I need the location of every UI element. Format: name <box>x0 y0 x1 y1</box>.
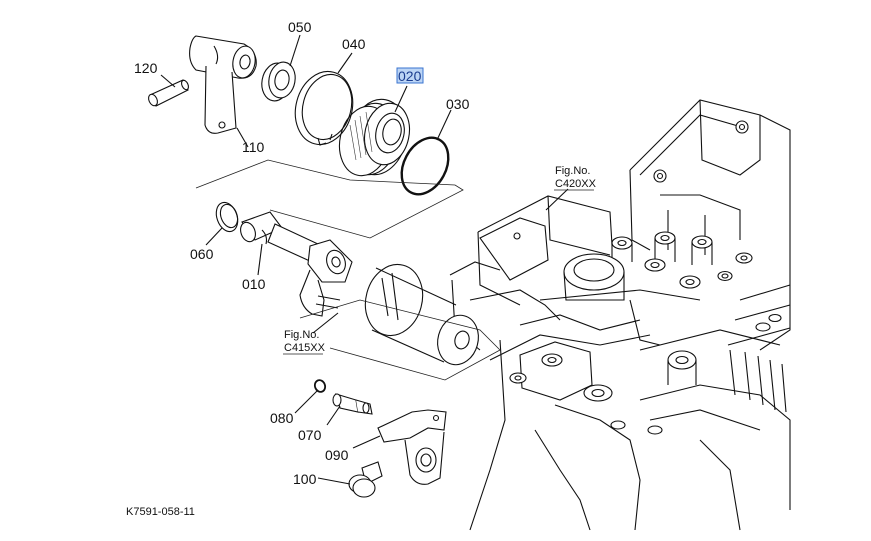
part-070-pin[interactable] <box>332 393 373 415</box>
part-020-bearing[interactable] <box>333 94 415 180</box>
callout-010[interactable]: 010 <box>242 276 266 292</box>
figure-reference-c420[interactable]: Fig.No. C420XX <box>554 165 597 191</box>
fig-ref-c415-line2: C415XX <box>284 342 326 354</box>
assembly-outline-upper <box>195 159 464 239</box>
callout-100[interactable]: 100 <box>293 471 317 487</box>
part-080-o-ring[interactable] <box>313 379 327 394</box>
drawing-code: K7591-058-11 <box>126 506 195 518</box>
callout-110[interactable]: 110 <box>242 139 265 155</box>
figure-reference-c415[interactable]: Fig.No. C415XX <box>283 329 326 355</box>
part-050-oil-seal[interactable] <box>259 60 298 103</box>
callout-labels: 050 040 020 030 120 110 060 010 080 070 … <box>134 19 470 487</box>
part-100-bolt[interactable] <box>348 461 383 498</box>
part-040-snap-ring[interactable] <box>287 65 360 151</box>
cover-cylinder <box>364 263 479 366</box>
part-090-bracket[interactable] <box>377 409 447 485</box>
fig-ref-c420-line2: C420XX <box>555 178 597 190</box>
callout-120[interactable]: 120 <box>134 60 158 76</box>
part-010-shaft[interactable] <box>238 211 353 317</box>
callout-020-highlight <box>396 67 424 84</box>
leader-lines <box>160 34 569 485</box>
fig-ref-c415-line1: Fig.No. <box>284 329 319 341</box>
callout-090[interactable]: 090 <box>325 447 349 463</box>
callout-030[interactable]: 030 <box>446 96 470 112</box>
part-060-snap-ring[interactable] <box>212 199 241 234</box>
part-030-o-ring[interactable] <box>392 130 457 203</box>
gear-case-housing <box>449 99 791 531</box>
assembly-outline-lower <box>299 299 501 381</box>
callout-050[interactable]: 050 <box>288 19 312 35</box>
callout-080[interactable]: 080 <box>270 410 294 426</box>
callout-070[interactable]: 070 <box>298 427 322 443</box>
callout-020[interactable]: 020 <box>398 68 422 84</box>
callout-060[interactable]: 060 <box>190 246 214 262</box>
callout-040[interactable]: 040 <box>342 36 366 52</box>
part-110-lever[interactable] <box>189 35 258 134</box>
part-120-pin[interactable] <box>147 79 190 107</box>
fig-ref-c420-line1: Fig.No. <box>555 165 590 177</box>
